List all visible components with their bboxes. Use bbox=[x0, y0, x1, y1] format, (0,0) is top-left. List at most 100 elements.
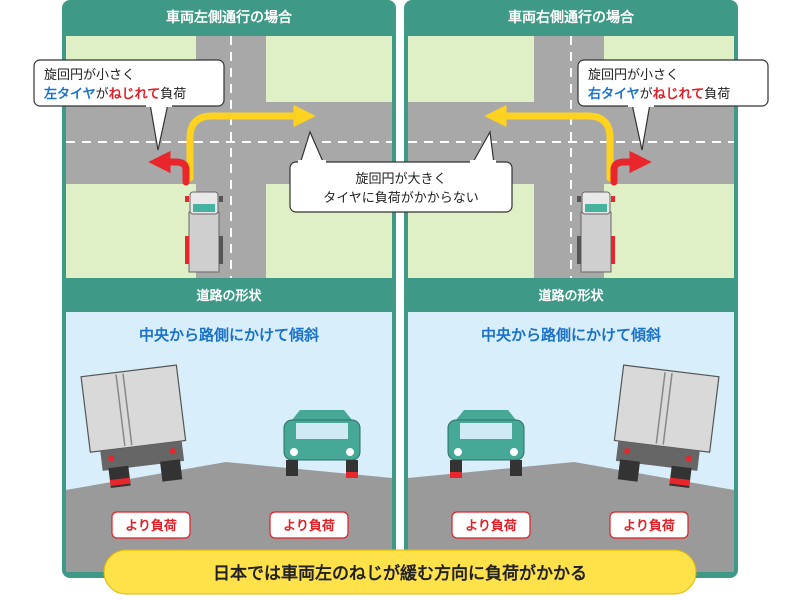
tire bbox=[617, 459, 640, 482]
car-front bbox=[283, 410, 361, 478]
load-label-box bbox=[451, 511, 531, 539]
callout-box bbox=[289, 161, 513, 213]
footer-pill bbox=[103, 549, 697, 595]
tire-highlight bbox=[611, 196, 615, 202]
headlight bbox=[510, 448, 518, 456]
right-panel: 車両右側通行の場合 bbox=[404, 0, 769, 578]
right-section-title: 道路の形状 bbox=[538, 288, 604, 304]
car-front bbox=[447, 410, 525, 478]
tail-light bbox=[108, 455, 115, 462]
left-panel: 車両左側通行の場合 bbox=[33, 0, 396, 578]
load-label: より負荷 bbox=[125, 518, 177, 534]
load-label: より負荷 bbox=[623, 518, 675, 534]
grass-block bbox=[408, 36, 534, 102]
headlight bbox=[454, 448, 462, 456]
headlight bbox=[346, 448, 354, 456]
callout-suffix: 負荷 bbox=[160, 87, 186, 102]
sloped-road bbox=[408, 462, 734, 572]
tire bbox=[160, 459, 183, 482]
footer-banner: 日本では車両左のねじが緩む方向に負荷がかかる bbox=[103, 549, 697, 595]
tire-highlight bbox=[346, 472, 358, 478]
tire-highlight bbox=[185, 196, 189, 202]
callout-line1: 旋回円が小さく bbox=[588, 68, 679, 83]
callout-box bbox=[33, 59, 225, 107]
tire-highlight bbox=[185, 236, 189, 264]
car-windshield bbox=[460, 423, 512, 439]
callout-box bbox=[577, 59, 769, 107]
tilted-truck bbox=[80, 364, 187, 488]
truck-body bbox=[580, 211, 612, 273]
left-section-title: 道路の形状 bbox=[196, 288, 262, 304]
truck-cargo bbox=[80, 364, 187, 453]
tire-highlight bbox=[450, 472, 462, 478]
left-panel-title: 車両左側通行の場合 bbox=[166, 9, 293, 26]
right-top-callout: 旋回円が小さく 右タイヤがねじれて負荷 bbox=[577, 59, 769, 151]
callout-line2: 左タイヤがねじれて負荷 bbox=[44, 86, 186, 102]
cargo-door-line bbox=[655, 372, 666, 444]
right-panel-title: 車両右側通行の場合 bbox=[508, 9, 635, 26]
footer-text: 日本では車両左のねじが緩む方向に負荷がかかる bbox=[213, 563, 587, 584]
tail-light bbox=[624, 448, 631, 455]
tire bbox=[286, 460, 298, 476]
grass-block bbox=[604, 184, 734, 278]
truck-top-view bbox=[185, 191, 223, 273]
callout-tire-side: 右タイヤ bbox=[587, 86, 640, 102]
small-turn-arrow bbox=[610, 150, 652, 186]
center-callout: 旋回円が大きく タイヤに負荷がかからない bbox=[289, 130, 513, 213]
callout-particle: が bbox=[640, 87, 653, 102]
left-road-shape: 中央から路側にかけて傾斜 bbox=[66, 312, 392, 572]
grass-block bbox=[66, 184, 196, 278]
callout-join bbox=[628, 103, 654, 107]
load-label-box bbox=[269, 511, 349, 539]
car-roof bbox=[292, 410, 352, 420]
headlight bbox=[290, 448, 298, 456]
car-windshield bbox=[296, 423, 348, 439]
tail-light bbox=[169, 448, 176, 455]
callout-join bbox=[470, 160, 496, 164]
truck-body bbox=[188, 211, 220, 273]
center-callout-line2: タイヤに負荷がかからない bbox=[323, 191, 479, 206]
cargo-door-line bbox=[122, 373, 133, 446]
truck-top-view bbox=[577, 191, 615, 273]
left-top-callout: 旋回円が小さく 左タイヤがねじれて負荷 bbox=[33, 59, 225, 151]
callout-suffix: 負荷 bbox=[704, 87, 730, 102]
right-intersection: 旋回円が小さく 右タイヤがねじれて負荷 bbox=[408, 36, 769, 278]
grass-block bbox=[266, 36, 392, 102]
sloped-road bbox=[66, 462, 392, 572]
small-turn-arrow bbox=[148, 150, 190, 186]
tire bbox=[219, 236, 223, 264]
callout-join bbox=[146, 103, 172, 107]
truck-cargo bbox=[613, 364, 720, 453]
load-label: より負荷 bbox=[283, 518, 335, 534]
callout-line2: 右タイヤがねじれて負荷 bbox=[587, 86, 730, 102]
tail-light bbox=[685, 455, 692, 462]
load-label: より負荷 bbox=[465, 518, 517, 534]
large-turn-arrow bbox=[186, 104, 316, 182]
right-road-shape: 中央から路側にかけて傾斜 bbox=[408, 312, 734, 572]
large-turn-arrow bbox=[484, 104, 614, 182]
cargo-door-line bbox=[662, 372, 673, 445]
tire bbox=[219, 196, 223, 202]
callout-join bbox=[298, 160, 326, 164]
load-label-box bbox=[111, 511, 191, 539]
callout-emphasis: ねじれて bbox=[653, 87, 705, 102]
tire bbox=[577, 196, 581, 202]
slope-description: 中央から路側にかけて傾斜 bbox=[139, 326, 319, 344]
cargo-door-line bbox=[115, 374, 126, 447]
tire-highlight bbox=[669, 477, 691, 486]
load-label-box bbox=[609, 511, 689, 539]
tire bbox=[577, 236, 581, 264]
tire-highlight bbox=[611, 236, 615, 264]
tire bbox=[510, 460, 522, 476]
callout-emphasis: ねじれて bbox=[109, 87, 161, 102]
slope-description: 中央から路側にかけて傾斜 bbox=[481, 326, 661, 344]
tire-highlight bbox=[109, 477, 131, 486]
callout-line1: 旋回円が小さく bbox=[44, 68, 135, 83]
truck-windshield bbox=[585, 204, 607, 212]
car-roof bbox=[456, 410, 516, 420]
left-intersection: 旋回円が小さく 左タイヤがねじれて負荷 bbox=[33, 36, 392, 278]
truck-windshield bbox=[193, 204, 215, 212]
callout-tire-side: 左タイヤ bbox=[44, 86, 96, 102]
center-callout-line1: 旋回円が大きく bbox=[355, 172, 446, 187]
